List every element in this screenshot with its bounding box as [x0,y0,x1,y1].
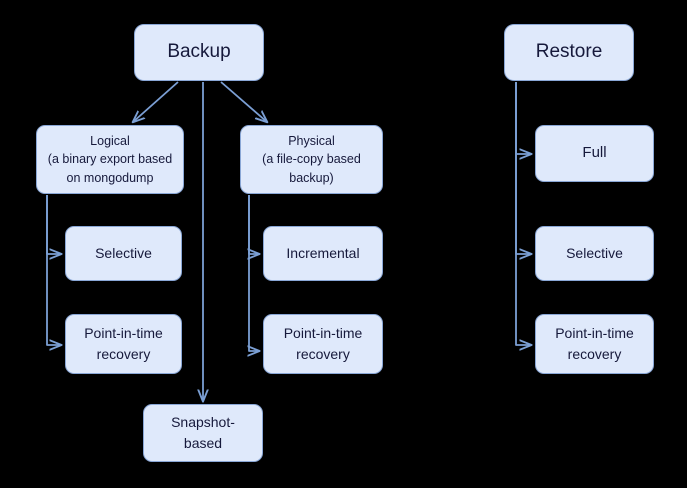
node-snapshot-based-label: Snapshot- based [171,414,235,451]
edge-physical-to-incremental [249,195,259,254]
edge-restore-to-pitr [515,82,531,345]
node-logical-point-in-time-recovery[interactable]: Point-in-time recovery [65,314,182,374]
edge-physical-to-pitr [249,195,259,351]
edge-backup-to-physical [220,81,267,122]
node-physical-point-in-time-recovery-label: Point-in-time recovery [283,325,363,362]
edge-logical-to-pitr [46,195,61,345]
node-logical-label: Logical (a binary export based on mongod… [47,133,173,185]
node-restore-selective[interactable]: Selective [535,226,654,281]
node-restore[interactable]: Restore [504,24,634,81]
edge-backup-to-logical [133,81,179,122]
node-logical-selective[interactable]: Selective [65,226,182,281]
node-logical-point-in-time-recovery-label: Point-in-time recovery [84,325,163,362]
node-restore-full-label: Full [582,144,607,162]
edge-logical-to-selective [46,195,61,254]
edge-restore-to-full [515,82,531,154]
node-backup-label: Backup [167,41,231,63]
node-restore-selective-label: Selective [566,245,623,262]
node-restore-label: Restore [535,41,603,63]
node-restore-point-in-time-recovery-label: Point-in-time recovery [555,325,634,362]
node-physical-point-in-time-recovery[interactable]: Point-in-time recovery [263,314,383,374]
node-logical-selective-label: Selective [95,245,152,262]
node-restore-point-in-time-recovery[interactable]: Point-in-time recovery [535,314,654,374]
node-physical[interactable]: Physical (a file-copy based backup) [240,125,383,194]
node-backup[interactable]: Backup [134,24,264,81]
node-physical-label: Physical (a file-copy based backup) [262,133,361,185]
node-restore-full[interactable]: Full [535,125,654,182]
node-physical-incremental[interactable]: Incremental [263,226,383,281]
node-physical-incremental-label: Incremental [286,245,360,262]
node-snapshot-based[interactable]: Snapshot- based [143,404,263,462]
edge-restore-to-selective [515,82,531,254]
node-logical[interactable]: Logical (a binary export based on mongod… [36,125,184,194]
